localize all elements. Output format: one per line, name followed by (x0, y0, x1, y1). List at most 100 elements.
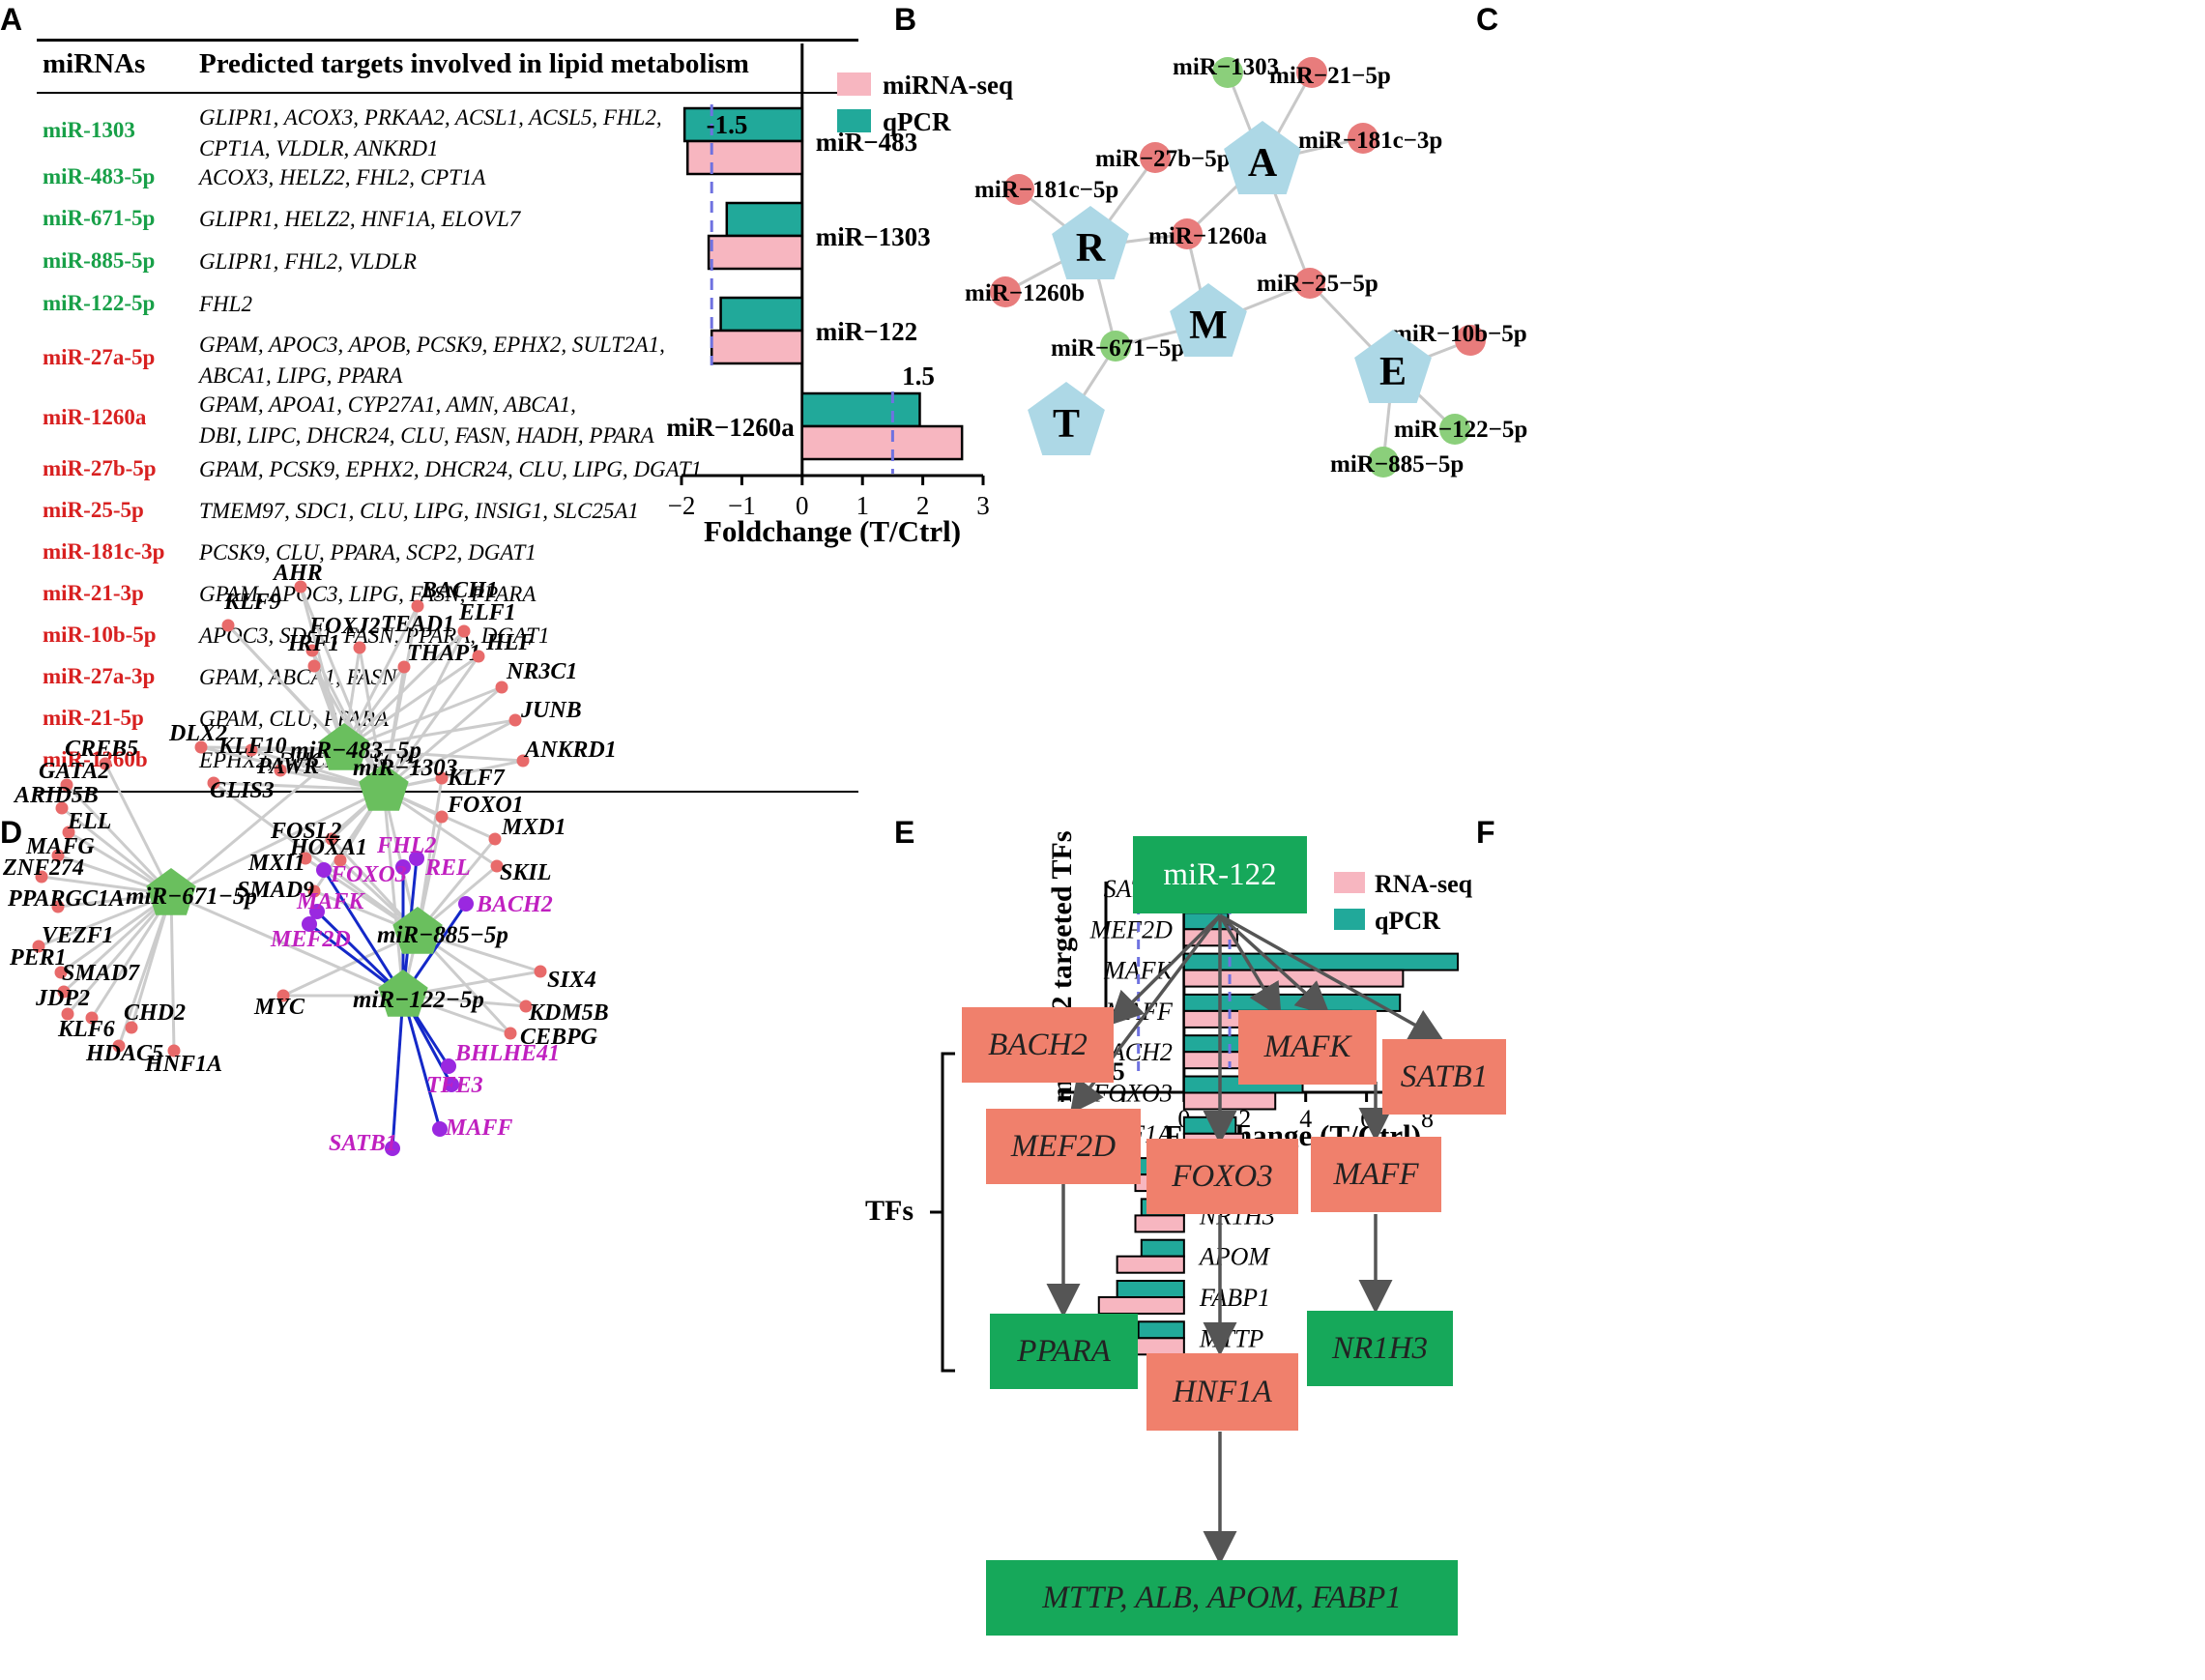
tf-node (54, 966, 68, 979)
mirna-hub-label: miR−122−5p (353, 987, 484, 1013)
tf-node (55, 801, 69, 815)
mirna-node (1294, 268, 1325, 299)
tf-node-label: JUNB (520, 698, 582, 723)
target-node-label: BHLHE41 (454, 1041, 560, 1066)
mirna-node (1003, 174, 1034, 205)
target-node (409, 851, 424, 866)
box-bach2: BACH2 (962, 1007, 1114, 1083)
tf-node (167, 1044, 181, 1057)
legend-swatch-qpcr (1334, 909, 1365, 930)
x-tick-label: 2 (916, 491, 930, 520)
panel-letter-b: B (894, 2, 917, 37)
network-edge (382, 655, 480, 791)
network-edge (65, 783, 173, 896)
box-mir-122: miR-122 (1133, 836, 1307, 913)
mirna-hub-node (392, 907, 443, 954)
legend-swatch-mirna-seq (837, 72, 871, 96)
table-header-mirnas: miRNAs (43, 48, 146, 79)
tf-node (276, 989, 290, 1002)
threshold-label-pos: 1.5 (902, 362, 935, 391)
target-line-2: CPT1A, VLDLR, ANKRD1 (199, 136, 439, 160)
network-edge (170, 892, 404, 998)
target-list: GPAM, APOA1, CYP27A1, AMN, ABCA1,DBI, LI… (199, 390, 856, 451)
network-edge (382, 630, 466, 791)
tf-node (504, 1027, 517, 1040)
box-mef2d: MEF2D (986, 1109, 1141, 1184)
mirna-node (1172, 218, 1203, 249)
target-line-1: PCSK9, CLU, PPARA, SCP2, DGAT1 (199, 540, 537, 565)
network-edge (170, 747, 345, 896)
tf-node (472, 650, 485, 663)
tf-node-label: SKIL (500, 860, 551, 885)
tf-node-label: KLF7 (447, 766, 506, 791)
tf-node (508, 713, 522, 727)
hub-node (1052, 206, 1129, 279)
tf-node-label: KLF6 (57, 1017, 115, 1042)
target-list: TMEM97, SDC1, CLU, LIPG, INSIG1, SLC25A1 (199, 496, 856, 527)
mirna-node (990, 276, 1021, 307)
target-line-2: ABCA1, LIPG, PPARA (199, 363, 403, 388)
hub-node-label: A (1248, 141, 1278, 186)
tf-node-label: HNF1A (144, 1052, 222, 1077)
tf-node-label: CEBPG (520, 1025, 598, 1050)
target-node-label: MAFF (445, 1115, 512, 1141)
category-label: FOXO3 (1092, 1080, 1173, 1108)
tf-node-label: DLX2 (168, 721, 227, 746)
tf-node-label: THAP1 (407, 641, 480, 666)
tf-node-label: SMAD7 (62, 961, 140, 986)
tf-node (411, 599, 424, 613)
mirna-name: miR-27b-5p (43, 456, 157, 480)
target-list: GPAM, APOC3, APOB, PCSK9, EPHX2, SULT2A1… (199, 330, 856, 391)
tf-node (60, 778, 73, 792)
mirna-name: miR-10b-5p (43, 623, 157, 647)
flow-arrow (1218, 913, 1331, 1016)
tf-node (519, 999, 533, 1013)
tf-node (457, 624, 471, 638)
tf-node (221, 619, 235, 632)
mirna-node (1439, 414, 1470, 445)
target-line-1: GLIPR1, ACOX3, PRKAA2, ACSL1, ACSL5, FHL… (199, 105, 662, 130)
tf-node-label: NR3C1 (506, 659, 577, 684)
tf-node (435, 810, 449, 824)
mirna-name: miR-21-3p (43, 581, 144, 605)
tf-node (534, 965, 547, 978)
mirna-hub-label: miR−671−5p (126, 883, 257, 910)
target-node (309, 904, 325, 919)
tf-node-label: KLF9 (223, 590, 281, 615)
target-list: ACOX3, HELZ2, FHL2, CPT1A (199, 162, 856, 193)
mirna-node-label: miR−122−5p (1394, 417, 1527, 443)
tf-node (353, 641, 366, 654)
panel-letter-d: D (0, 815, 23, 850)
tf-node-label: GLIS3 (210, 778, 275, 803)
tf-node (397, 660, 411, 674)
tf-node-label: SMAD9 (237, 878, 314, 903)
hub-node (1224, 121, 1301, 194)
mirna-node-label: miR−25−5p (1257, 271, 1378, 297)
mirna-name: miR-27a-3p (43, 664, 156, 688)
mirna-node (1368, 447, 1399, 478)
network-edge (417, 931, 541, 973)
bar-mirna-seq (800, 424, 964, 461)
target-edge (401, 995, 442, 1130)
mirna-node-label: miR−671−5p (1051, 335, 1184, 362)
mirna-name: miR-483-5p (43, 164, 156, 188)
tf-node-label: SIX4 (547, 968, 596, 993)
target-list: GLIPR1, HELZ2, HNF1A, ELOVL7 (199, 204, 856, 235)
x-tick-label: −1 (728, 491, 756, 520)
tf-node-label: MAFG (25, 834, 95, 859)
network-edge (383, 685, 503, 792)
box-foxo3: FOXO3 (1146, 1139, 1298, 1214)
network-edge (66, 893, 173, 1015)
network-edge (103, 763, 173, 895)
mirna-hub-node (378, 970, 428, 1017)
mirna-name: miR-1260a (43, 405, 147, 429)
tf-node-label: KLF10 (218, 734, 287, 759)
mirna-name: miR-671-5p (43, 206, 156, 230)
tf-node (57, 985, 71, 999)
category-label: FABP1 (1199, 1284, 1270, 1312)
tf-node (435, 771, 449, 785)
target-edge (391, 995, 405, 1149)
tf-node-label: JDP2 (35, 986, 90, 1011)
tf-node (207, 776, 220, 790)
